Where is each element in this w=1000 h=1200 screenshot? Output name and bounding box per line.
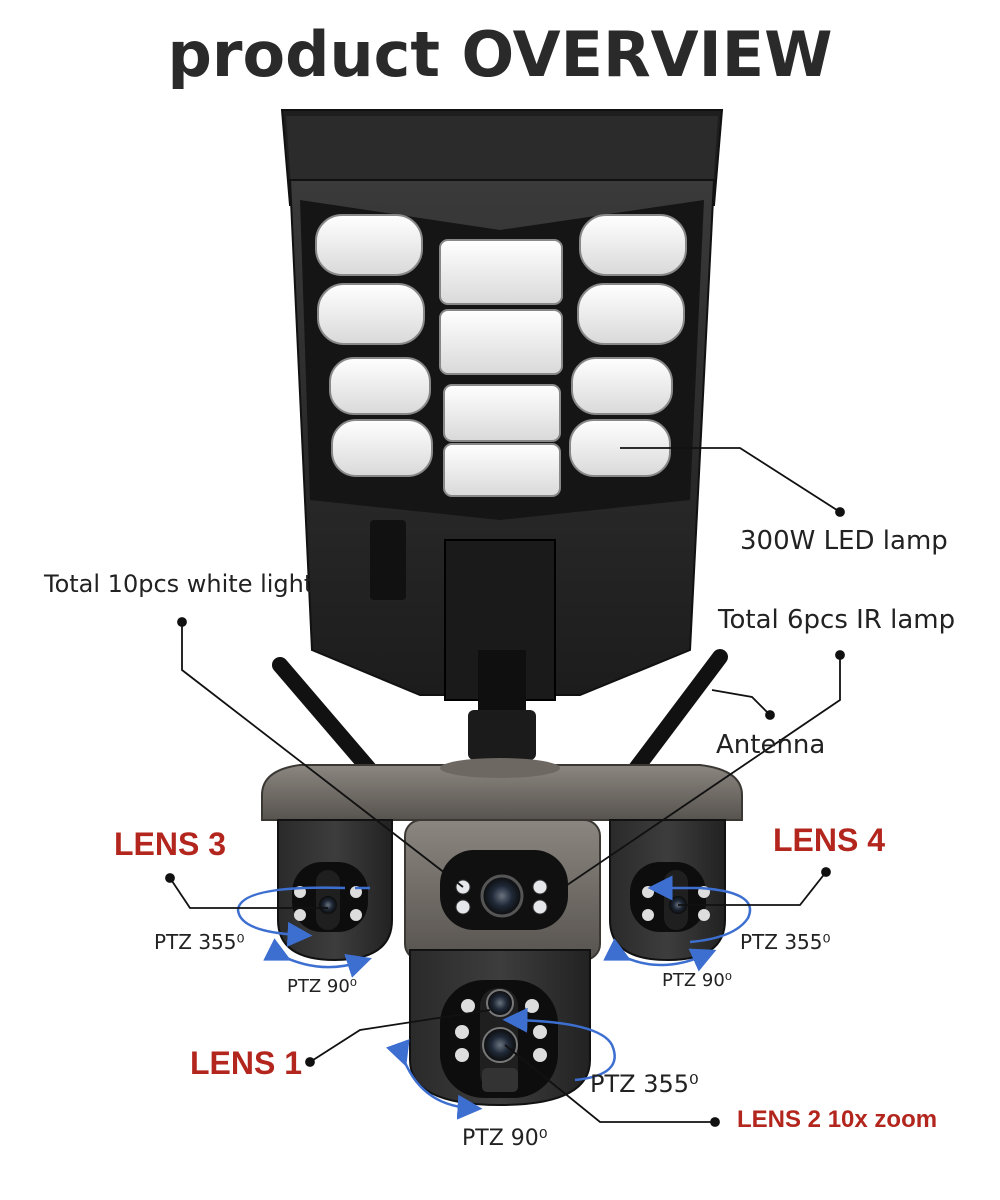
antenna-label: Antenna: [716, 730, 826, 760]
led-lamp-label: 300W LED lamp: [740, 526, 948, 556]
lens4-label: LENS 4: [773, 822, 886, 858]
lens3-pan-label: PTZ 355⁰: [154, 930, 245, 954]
camera-hub: [261, 758, 743, 961]
lens2-tilt-label: PTZ 90⁰: [462, 1126, 548, 1151]
center-light-module: [455, 874, 548, 918]
lens2-label: LENS 2 10x zoom: [737, 1106, 938, 1133]
page-title: product OVERVIEW: [167, 18, 833, 91]
callout-lines: [165, 447, 845, 1127]
lens1-lens2-dome: [409, 949, 591, 1107]
lens2-pan-label: PTZ 355⁰: [590, 1070, 699, 1098]
lens1-label: LENS 1: [190, 1045, 303, 1081]
sensor-box: [370, 520, 406, 600]
lens4-pan-label: PTZ 355⁰: [740, 930, 831, 954]
lens3-tilt-label: PTZ 90⁰: [287, 976, 358, 997]
mounting-bracket: [444, 539, 556, 760]
lens4-tilt-label: PTZ 90⁰: [662, 970, 733, 991]
lens3-dome: [277, 819, 393, 962]
white-light-label: Total 10pcs white light: [44, 570, 314, 598]
ir-lamp-label: Total 6pcs IR lamp: [718, 605, 956, 635]
antennas: [272, 649, 728, 778]
lens3-label: LENS 3: [114, 826, 227, 862]
